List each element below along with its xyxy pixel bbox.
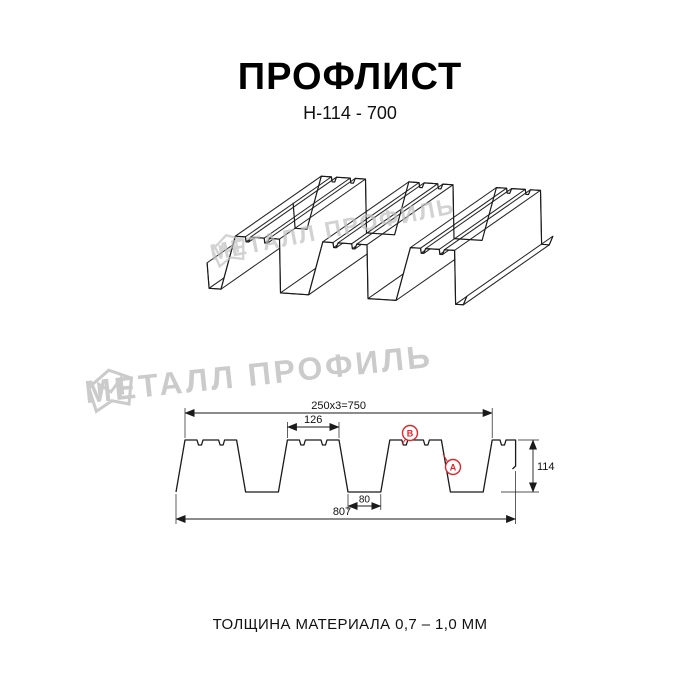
marker-a-label: А	[450, 462, 457, 472]
footer-note: ТОЛЩИНА МАТЕРИАЛА 0,7 – 1,0 ММ	[212, 616, 488, 633]
profile-cross-section	[175, 439, 517, 493]
dim-top-span-label: 250x3=750	[311, 400, 366, 412]
page-title: ПРОФЛИСТ	[237, 56, 463, 98]
section-drawing: 250x3=750 126 114 80 807	[175, 400, 555, 524]
dim-profile-height: 114	[501, 439, 555, 493]
dim-top-span: 250x3=750	[184, 400, 493, 438]
dim-flange-width-label: 126	[304, 414, 322, 426]
dim-profile-height-label: 114	[537, 461, 555, 473]
marker-b: В	[401, 424, 419, 445]
dim-total-width-label: 807	[333, 506, 351, 518]
marker-b-label: В	[407, 428, 414, 438]
iso-sheet-faces	[206, 175, 554, 306]
dim-total-width: 807	[175, 471, 517, 524]
dim-valley-width: 80	[347, 494, 382, 510]
page-subtitle: Н-114 - 700	[303, 103, 397, 123]
marker-a: А	[442, 453, 462, 476]
dim-flange-width: 126	[286, 414, 340, 438]
dim-valley-width-label: 80	[359, 495, 371, 506]
